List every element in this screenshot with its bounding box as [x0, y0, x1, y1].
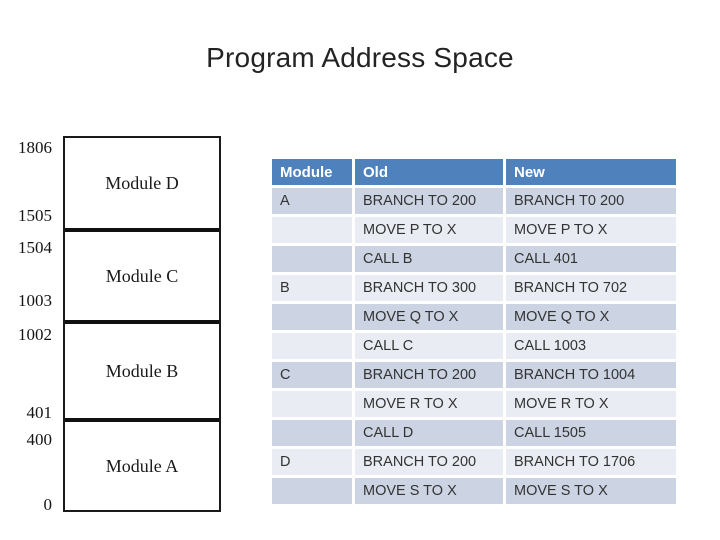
table-row: D BRANCH TO 200 BRANCH TO 1706 [272, 449, 676, 475]
header-cell-new: New [506, 159, 676, 185]
table-row: MOVE Q TO X MOVE Q TO X [272, 304, 676, 330]
cell-old: MOVE S TO X [355, 478, 503, 504]
cell-new: CALL 1003 [506, 333, 676, 359]
table-row: MOVE R TO X MOVE R TO X [272, 391, 676, 417]
table-row: MOVE P TO X MOVE P TO X [272, 217, 676, 243]
cell-new: MOVE R TO X [506, 391, 676, 417]
module-label: Module D [105, 172, 179, 193]
address-label: 1002 [18, 325, 52, 344]
address-label: 1003 [18, 291, 52, 310]
cell-old: BRANCH TO 300 [355, 275, 503, 301]
module-section-d: Module D [65, 138, 219, 232]
cell-module: B [272, 275, 352, 301]
cell-old: BRANCH TO 200 [355, 362, 503, 388]
module-section-b: Module B [65, 324, 219, 422]
cell-old: MOVE P TO X [355, 217, 503, 243]
address-space-diagram: Module D Module C Module B Module A [63, 136, 221, 512]
header-cell-module: Module [272, 159, 352, 185]
cell-old: CALL B [355, 246, 503, 272]
cell-module [272, 478, 352, 504]
table-row: C BRANCH TO 200 BRANCH TO 1004 [272, 362, 676, 388]
cell-module [272, 304, 352, 330]
cell-module: D [272, 449, 352, 475]
cell-module: A [272, 188, 352, 214]
cell-old: BRANCH TO 200 [355, 188, 503, 214]
cell-old: MOVE R TO X [355, 391, 503, 417]
module-label: Module C [105, 265, 179, 286]
cell-old: CALL C [355, 333, 503, 359]
table-row: A BRANCH TO 200 BRANCH T0 200 [272, 188, 676, 214]
cell-new: BRANCH TO 1004 [506, 362, 676, 388]
cell-new: BRANCH TO 702 [506, 275, 676, 301]
cell-old: CALL D [355, 420, 503, 446]
cell-new: CALL 1505 [506, 420, 676, 446]
relocation-table: Module Old New A BRANCH TO 200 BRANCH T0… [269, 156, 679, 507]
cell-module [272, 333, 352, 359]
cell-module [272, 246, 352, 272]
header-cell-old: Old [355, 159, 503, 185]
cell-new: CALL 401 [506, 246, 676, 272]
table-row: CALL B CALL 401 [272, 246, 676, 272]
cell-old: BRANCH TO 200 [355, 449, 503, 475]
page-title: Program Address Space [206, 42, 514, 73]
table-row: B BRANCH TO 300 BRANCH TO 702 [272, 275, 676, 301]
module-section-a: Module A [65, 422, 219, 510]
module-label: Module B [105, 360, 179, 381]
cell-old: MOVE Q TO X [355, 304, 503, 330]
cell-new: MOVE P TO X [506, 217, 676, 243]
address-label: 1504 [18, 238, 52, 257]
table-row: CALL D CALL 1505 [272, 420, 676, 446]
address-label: 401 [26, 403, 53, 422]
cell-new: MOVE S TO X [506, 478, 676, 504]
cell-new: BRANCH T0 200 [506, 188, 676, 214]
module-section-c: Module C [65, 232, 219, 324]
table-header-row: Module Old New [272, 159, 676, 185]
table-row: CALL C CALL 1003 [272, 333, 676, 359]
cell-new: MOVE Q TO X [506, 304, 676, 330]
cell-module [272, 420, 352, 446]
address-label: 400 [26, 430, 53, 449]
cell-module [272, 391, 352, 417]
cell-module [272, 217, 352, 243]
cell-new: BRANCH TO 1706 [506, 449, 676, 475]
address-label: 0 [43, 495, 53, 514]
address-label: 1806 [18, 138, 52, 157]
module-label: Module A [105, 455, 179, 476]
address-label: 1505 [18, 206, 52, 225]
table-row: MOVE S TO X MOVE S TO X [272, 478, 676, 504]
cell-module: C [272, 362, 352, 388]
